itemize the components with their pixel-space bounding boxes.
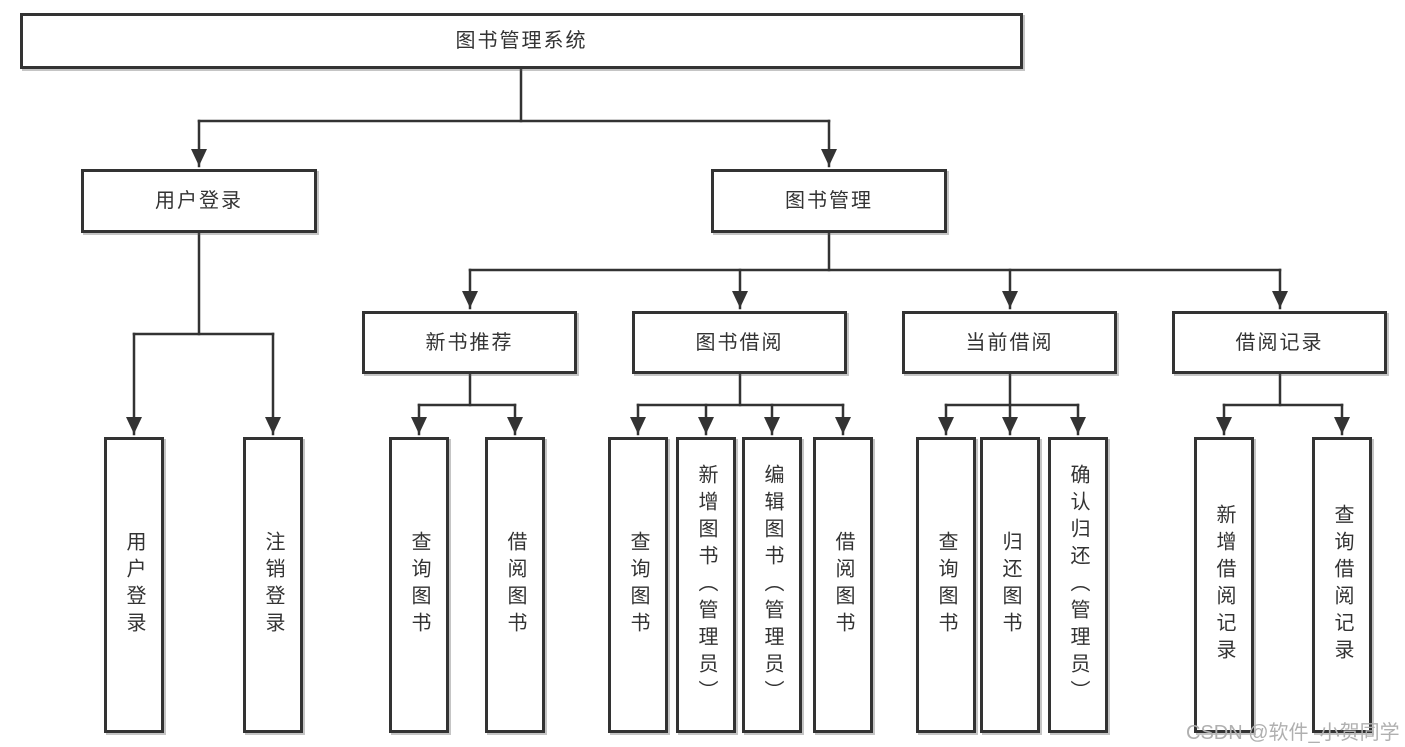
leaf-add-borrow-record: 新增借阅记录 (1194, 437, 1254, 733)
node-user-login: 用户登录 (81, 169, 317, 233)
watermark: CSDN @软件_小贺同学 (1186, 722, 1400, 744)
node-book-borrow: 图书借阅 (632, 311, 847, 374)
leaf-user-login: 用户登录 (104, 437, 164, 733)
leaf-confirm-return-admin: 确认归还（管理员） (1048, 437, 1108, 733)
leaf-edit-book-admin: 编辑图书（管理员） (742, 437, 802, 733)
leaf-return-book: 归还图书 (980, 437, 1040, 733)
node-current-borrow: 当前借阅 (902, 311, 1117, 374)
leaf-query-books-current: 查询图书 (916, 437, 976, 733)
leaf-query-borrow-record: 查询借阅记录 (1312, 437, 1372, 733)
leaf-borrow-books-recommend: 借阅图书 (485, 437, 545, 733)
node-borrow-records: 借阅记录 (1172, 311, 1387, 374)
leaf-logout: 注销登录 (243, 437, 303, 733)
node-library-management-system: 图书管理系统 (20, 13, 1023, 69)
leaf-query-books-recommend: 查询图书 (389, 437, 449, 733)
leaf-borrow-books-borrow: 借阅图书 (813, 437, 873, 733)
leaf-add-book-admin: 新增图书（管理员） (676, 437, 736, 733)
node-book-management: 图书管理 (711, 169, 947, 233)
leaf-query-books-borrow: 查询图书 (608, 437, 668, 733)
node-new-book-recommend: 新书推荐 (362, 311, 577, 374)
